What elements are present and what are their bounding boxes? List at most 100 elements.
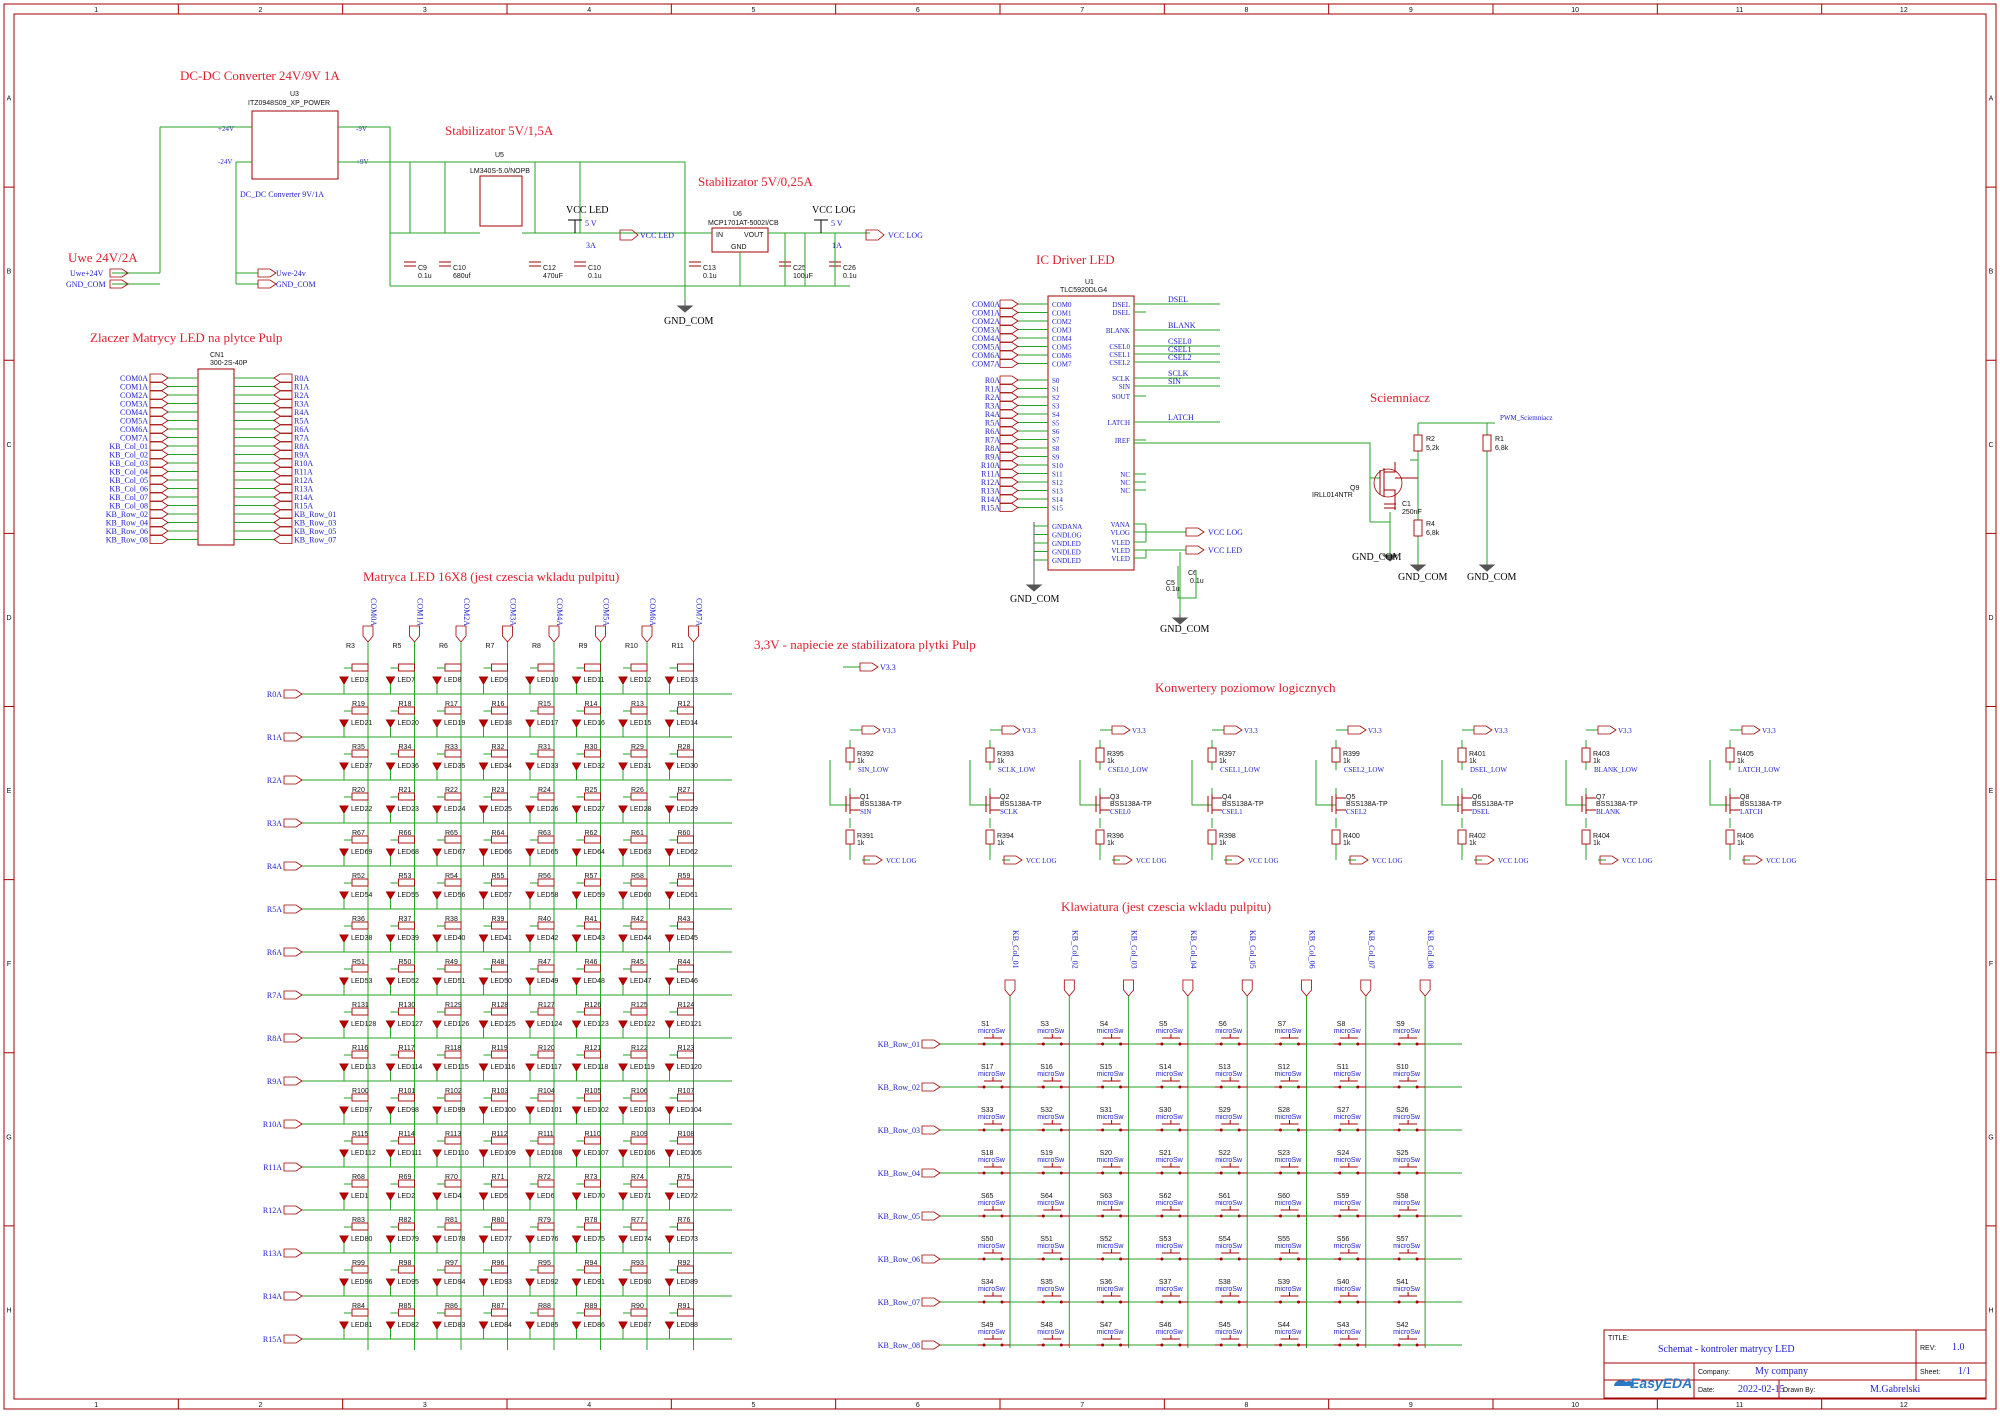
connector-net-label: KB_Row_05: [294, 527, 336, 536]
matrix-led: [525, 805, 535, 815]
converter-rtop-ref: R393: [997, 751, 1014, 758]
matrix-row-label: R6A: [267, 948, 282, 957]
frame-col-label: 7: [1080, 7, 1084, 14]
switch-ref: S27: [1337, 1107, 1350, 1114]
matrix-resistor: [398, 878, 415, 887]
driver-net-label: R8A: [985, 444, 1000, 453]
matrix-res-label: R69: [399, 1174, 412, 1181]
keyboard-row-label: KB_Row_03: [878, 1126, 920, 1135]
frame-col-label: 11: [1736, 7, 1743, 14]
matrix-resistor: [491, 792, 508, 801]
switch-ref: S22: [1218, 1150, 1231, 1157]
matrix-resistor: [537, 1093, 555, 1102]
switch-contact: [1415, 1171, 1419, 1175]
matrix-res-label: R41: [585, 916, 598, 923]
matrix-led: [618, 1020, 628, 1030]
matrix-led: [525, 1020, 535, 1030]
matrix-res-label: R118: [445, 1045, 461, 1052]
driver-pin-label: DSEL: [1113, 309, 1131, 317]
matrix-res-label: R123: [678, 1045, 695, 1052]
matrix-led: [432, 934, 442, 944]
switch-contact: [1119, 1128, 1123, 1132]
switch-part: microSw: [1037, 1329, 1065, 1336]
matrix-led: [571, 891, 582, 901]
converter-resistor: [1457, 829, 1467, 845]
matrix-resistor: [351, 1007, 369, 1016]
switch-part: microSw: [1037, 1157, 1065, 1164]
driver-net-label: R6A: [985, 427, 1000, 436]
switch-part: microSw: [1097, 1329, 1125, 1336]
matrix-res-label: R85: [399, 1303, 412, 1310]
frame-col-label: 10: [1571, 1402, 1579, 1409]
matrix-led-label: LED46: [677, 978, 699, 985]
switch-part: microSw: [1156, 1028, 1184, 1035]
switch-symbol: [1215, 1077, 1248, 1088]
matrix-resistor: [630, 1136, 648, 1145]
matrix-row-label: R2A: [267, 776, 282, 785]
v33-section: 3,3V - napiecie ze stabilizatora plytki …: [754, 637, 976, 672]
driver-net-flag: [999, 503, 1019, 512]
matrix-res-label: R15: [538, 701, 551, 708]
matrix-resistor: [351, 749, 369, 758]
switch-symbol: [978, 1249, 1010, 1260]
matrix-col-label: COM0A: [369, 598, 378, 626]
converter-resistor: [1457, 747, 1467, 763]
matrix-res-label: R32: [492, 744, 505, 751]
switch-ref: S52: [1100, 1236, 1113, 1243]
matrix-led: [339, 1321, 349, 1331]
matrix-resistor: [677, 749, 694, 758]
driver-pin-label: COM3: [1052, 327, 1072, 335]
switch-part: microSw: [978, 1028, 1006, 1035]
matrix-led: [478, 1063, 489, 1073]
u5-part: LM340S-5.0/NOPB: [470, 168, 530, 175]
matrix-res-label: R95: [538, 1260, 551, 1267]
capacitor-ref: C12: [543, 265, 556, 272]
switch-part: microSw: [1393, 1157, 1421, 1164]
sheet-value: 1/1: [1958, 1366, 1971, 1377]
matrix-led: [432, 1192, 442, 1202]
switch-contact: [1101, 1343, 1105, 1347]
keyboard-col-flag: [1301, 979, 1312, 997]
switch-contact: [1397, 1128, 1401, 1132]
matrix-res-label: R51: [352, 959, 365, 966]
matrix-led-label: LED128: [351, 1021, 376, 1028]
converter-sig-label: SCLK: [1000, 808, 1018, 816]
driver-net-label: SCLK: [1168, 369, 1189, 378]
driver-pin-label: VLED: [1111, 539, 1130, 547]
switch-contact: [1415, 1343, 1419, 1347]
capacitor-ref: C9: [418, 265, 427, 272]
switch-contact: [1178, 1257, 1182, 1261]
switch-contact: [1297, 1343, 1300, 1347]
matrix-led: [571, 762, 582, 772]
converter-q-part: BSS138A-TP: [1740, 801, 1782, 808]
driver-net-flag: [999, 409, 1019, 419]
matrix-led: [571, 1106, 582, 1116]
matrix-led-label: LED67: [444, 849, 466, 856]
matrix-led: [618, 1321, 628, 1331]
matrix-col-flag: [641, 625, 653, 643]
connector-net-flag: [149, 492, 169, 502]
converter-sig-label: CSEL0: [1110, 808, 1131, 816]
matrix-res-label: R130: [399, 1002, 416, 1009]
connector-net-flag: [149, 450, 169, 459]
driver-pin-label: COM1: [1052, 310, 1072, 318]
matrix-led: [432, 1321, 442, 1331]
matrix-resistor: [398, 964, 415, 973]
matrix-res-label: R98: [399, 1260, 412, 1267]
switch-contact: [1338, 1085, 1342, 1089]
converter-resistor: [1725, 829, 1735, 845]
matrix-resistor: [351, 1308, 369, 1317]
v33-label: V3.3: [1368, 727, 1382, 735]
keyboard-col-label: KB_Col_05: [1248, 930, 1257, 969]
converter-low-label: CSEL2_LOW: [1344, 766, 1384, 774]
matrix-led-label: LED91: [584, 1279, 606, 1286]
driver-net-label: R13A: [981, 487, 1000, 496]
matrix-led-label: LED120: [677, 1064, 702, 1071]
matrix-resistor: [584, 878, 601, 887]
vcc-log-flag: [1113, 855, 1133, 865]
frame-col-label: 6: [916, 1402, 920, 1409]
switch-part: microSw: [978, 1243, 1006, 1250]
switch-contact: [1160, 1128, 1164, 1132]
switch-symbol: [1393, 1077, 1426, 1088]
